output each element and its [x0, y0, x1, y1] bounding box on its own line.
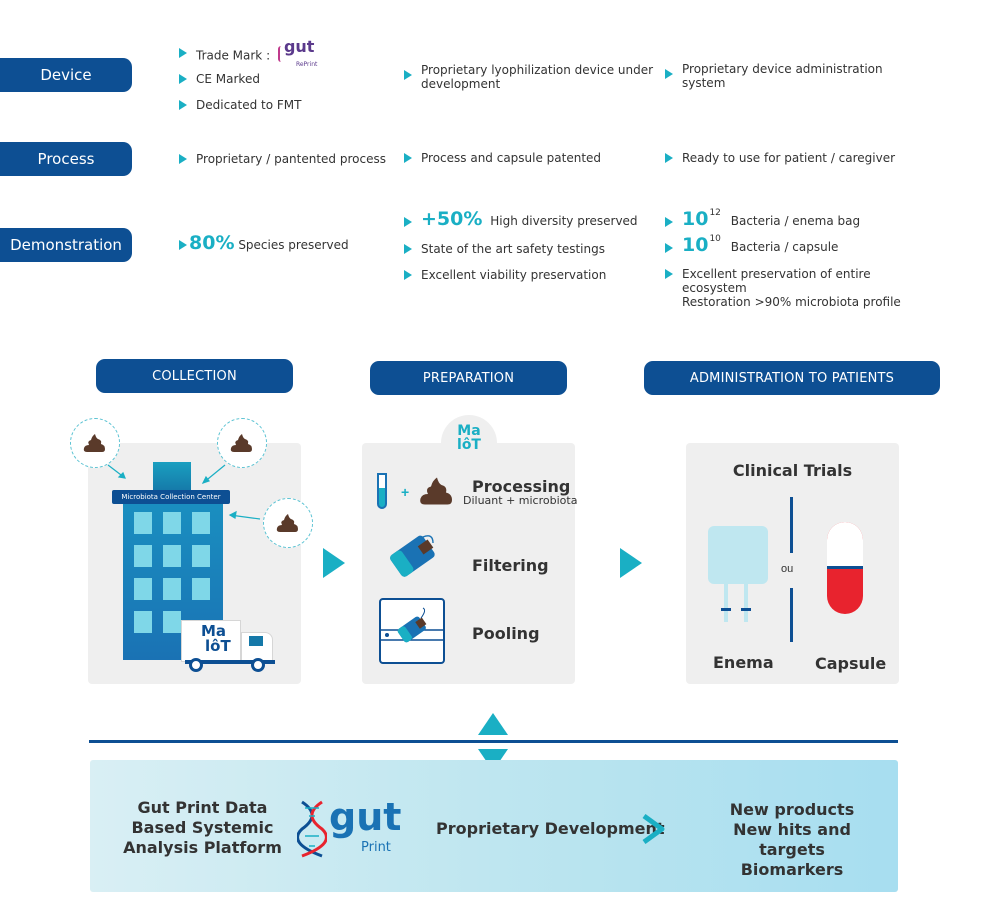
building-sign: Microbiota Collection Center [112, 490, 230, 504]
filter-bag-icon [383, 527, 443, 592]
step-pooling: Pooling [472, 624, 540, 643]
stage-preparation: PREPARATION [370, 361, 567, 395]
poop-sample-icon [217, 418, 267, 468]
enema-label: Enema [713, 653, 774, 672]
device-administration-system: Proprietary device administration system [665, 62, 883, 90]
demo-species-preserved: 80% Species preserved [179, 234, 349, 253]
test-tube-icon [377, 473, 387, 509]
device-ce-marked: CE Marked [179, 72, 260, 86]
demo-ecosystem: Excellent preservation of entire ecosyst… [665, 267, 901, 309]
platform-middle-text: Proprietary Development [436, 819, 665, 838]
row-label-device: Device [0, 58, 132, 92]
collection-arrows [107, 464, 261, 520]
flow-arrow-icon [323, 548, 345, 578]
process-ready-to-use: Ready to use for patient / caregiver [665, 151, 895, 165]
process-proprietary: Proprietary / pantented process [179, 152, 386, 166]
demo-safety-testings: State of the art safety testings [404, 242, 605, 256]
platform-left-text: Gut Print Data Based Systemic Analysis P… [123, 798, 282, 857]
capsule-label: Capsule [815, 654, 887, 673]
poop-sample-icon [70, 418, 120, 468]
dna-icon [296, 800, 328, 858]
up-arrow-icon [478, 713, 508, 735]
clinical-trials-title: Clinical Trials [732, 461, 853, 480]
step-filtering: Filtering [472, 556, 549, 575]
divider [790, 588, 793, 642]
device-dedicated-fmt: Dedicated to FMT [179, 98, 302, 112]
demo-high-diversity: +50% High diversity preserved [404, 210, 638, 229]
capsule-icon [827, 522, 863, 614]
flow-arrow-icon [620, 548, 642, 578]
truck-malot-logo: Ma lôT [201, 622, 231, 655]
step-processing: Processing [472, 477, 571, 496]
chevron-right-icon [640, 813, 668, 849]
pooling-icon [379, 598, 445, 664]
row-label-process: Process [0, 142, 132, 176]
demo-bacteria-capsule: 1010 Bacteria / capsule [665, 234, 838, 256]
platform-right-text: New products New hits and targets Biomar… [729, 800, 855, 879]
step-processing-sub: Diluant + microbiota [463, 494, 578, 507]
section-divider [89, 740, 898, 743]
gut-reprint-logo: gut RePrint [277, 39, 318, 68]
enema-bag-icon [708, 526, 768, 624]
malot-logo: Ma lôT [441, 415, 497, 471]
stage-administration: ADMINISTRATION TO PATIENTS [644, 361, 940, 395]
platform-panel [90, 760, 898, 892]
stage-collection: COLLECTION [96, 359, 293, 393]
device-trademark: Trade Mark : gut RePrint [179, 39, 318, 68]
poop-sample-icon [419, 473, 455, 514]
gut-print-logo: gut Print [296, 796, 412, 860]
poop-sample-icon [263, 498, 313, 548]
demo-viability: Excellent viability preservation [404, 268, 606, 282]
row-label-demonstration: Demonstration [0, 228, 132, 262]
building-windows [134, 512, 214, 642]
demo-bacteria-enema: 1012 Bacteria / enema bag [665, 208, 860, 230]
device-lyophilization: Proprietary lyophilization device under … [404, 63, 653, 91]
process-capsule-patented: Process and capsule patented [404, 151, 601, 165]
or-label: ou [781, 563, 794, 575]
divider [790, 497, 793, 553]
delivery-truck-icon: Ma lôT [181, 620, 276, 672]
plus-sign: + [401, 484, 410, 500]
